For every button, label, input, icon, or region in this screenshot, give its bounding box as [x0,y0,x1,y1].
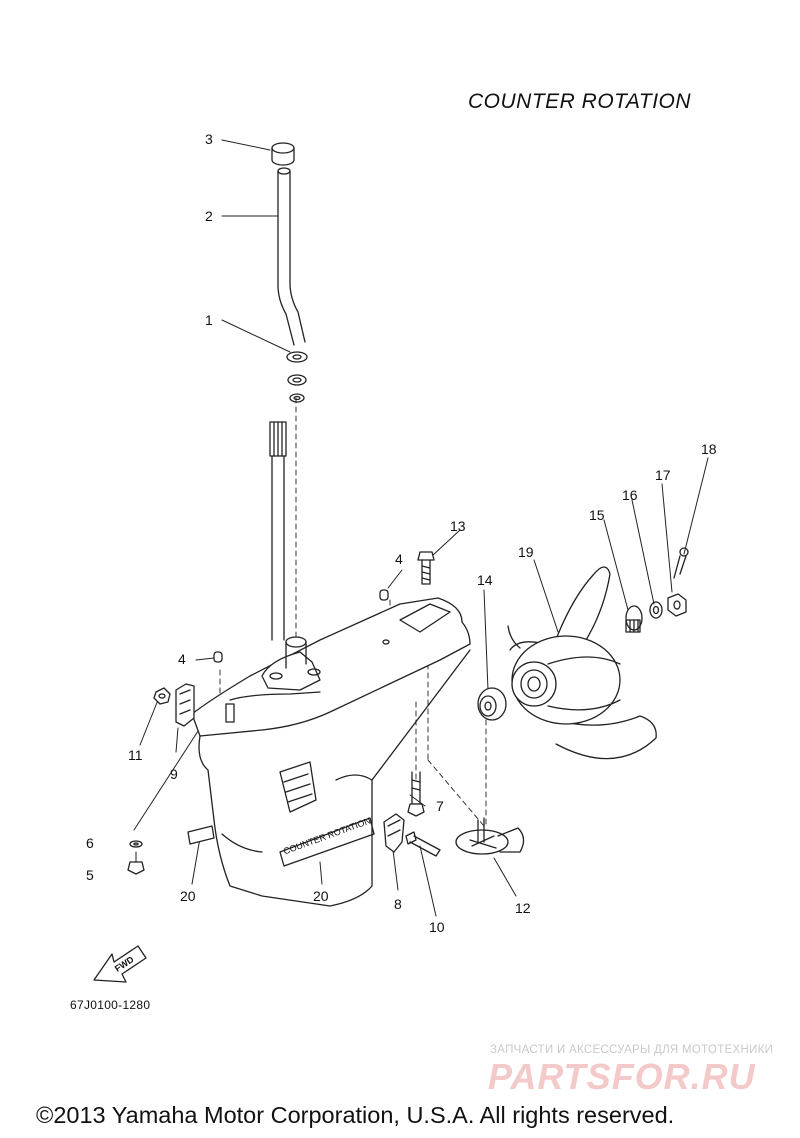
part-thrust-washer [477,687,507,721]
callout-16: 16 [622,487,638,503]
part-propeller [507,566,657,760]
part-cotter-pin [673,547,689,579]
part-stud [225,703,235,723]
part-screw-10 [405,831,441,857]
part-nut-11 [153,687,171,705]
callout-3: 3 [205,131,213,147]
part-water-tube [277,167,306,346]
callout-17: 17 [655,467,671,483]
callout-1: 1 [205,312,213,328]
callout-4a: 4 [395,551,403,567]
callout-14: 14 [477,572,493,588]
callout-8: 8 [394,896,402,912]
diagram-part-code: 67J0100-1280 [70,998,151,1012]
callout-12: 12 [515,900,531,916]
part-washer [649,601,663,619]
callout-7: 7 [436,798,444,814]
callout-19: 19 [518,544,534,560]
diagram-title: COUNTER ROTATION [468,90,692,113]
part-grommet [271,142,295,166]
part-spacer [625,605,643,633]
callout-5: 5 [86,867,94,883]
watermark-logo: PARTSFOR.RU [488,1056,756,1097]
callout-20b: 20 [313,888,329,904]
part-lower-casing [191,597,471,907]
callout-2: 2 [205,208,213,224]
fwd-arrow-icon [93,945,147,983]
part-anode-8 [383,813,405,853]
callout-6: 6 [86,835,94,851]
part-castle-nut [667,593,687,617]
callout-13: 13 [450,518,466,534]
part-anode-9 [175,683,195,727]
part-trim-tab [455,817,525,855]
callout-18: 18 [701,441,717,457]
callout-20a: 20 [180,888,196,904]
part-bolt-7 [407,771,425,817]
part-bolt-13 [417,551,435,585]
callout-10: 10 [429,919,445,935]
callout-15: 15 [589,507,605,523]
copyright-notice: ©2013 Yamaha Motor Corporation, U.S.A. A… [36,1102,675,1128]
part-bolt-5 [127,861,145,875]
part-grommet-stack [286,351,308,403]
part-dowel-pins [213,589,389,663]
part-decal-strip [187,825,215,845]
watermark-tagline: ЗАПЧАСТИ И АКСЕССУАРЫ ДЛЯ МОТОТЕХНИКИ [490,1044,774,1056]
part-drive-shaft [269,421,287,641]
callout-4b: 4 [178,651,186,667]
part-washer-6 [129,840,143,848]
leader-lines [133,139,709,917]
callout-11: 11 [128,747,143,763]
callout-9: 9 [170,766,178,782]
